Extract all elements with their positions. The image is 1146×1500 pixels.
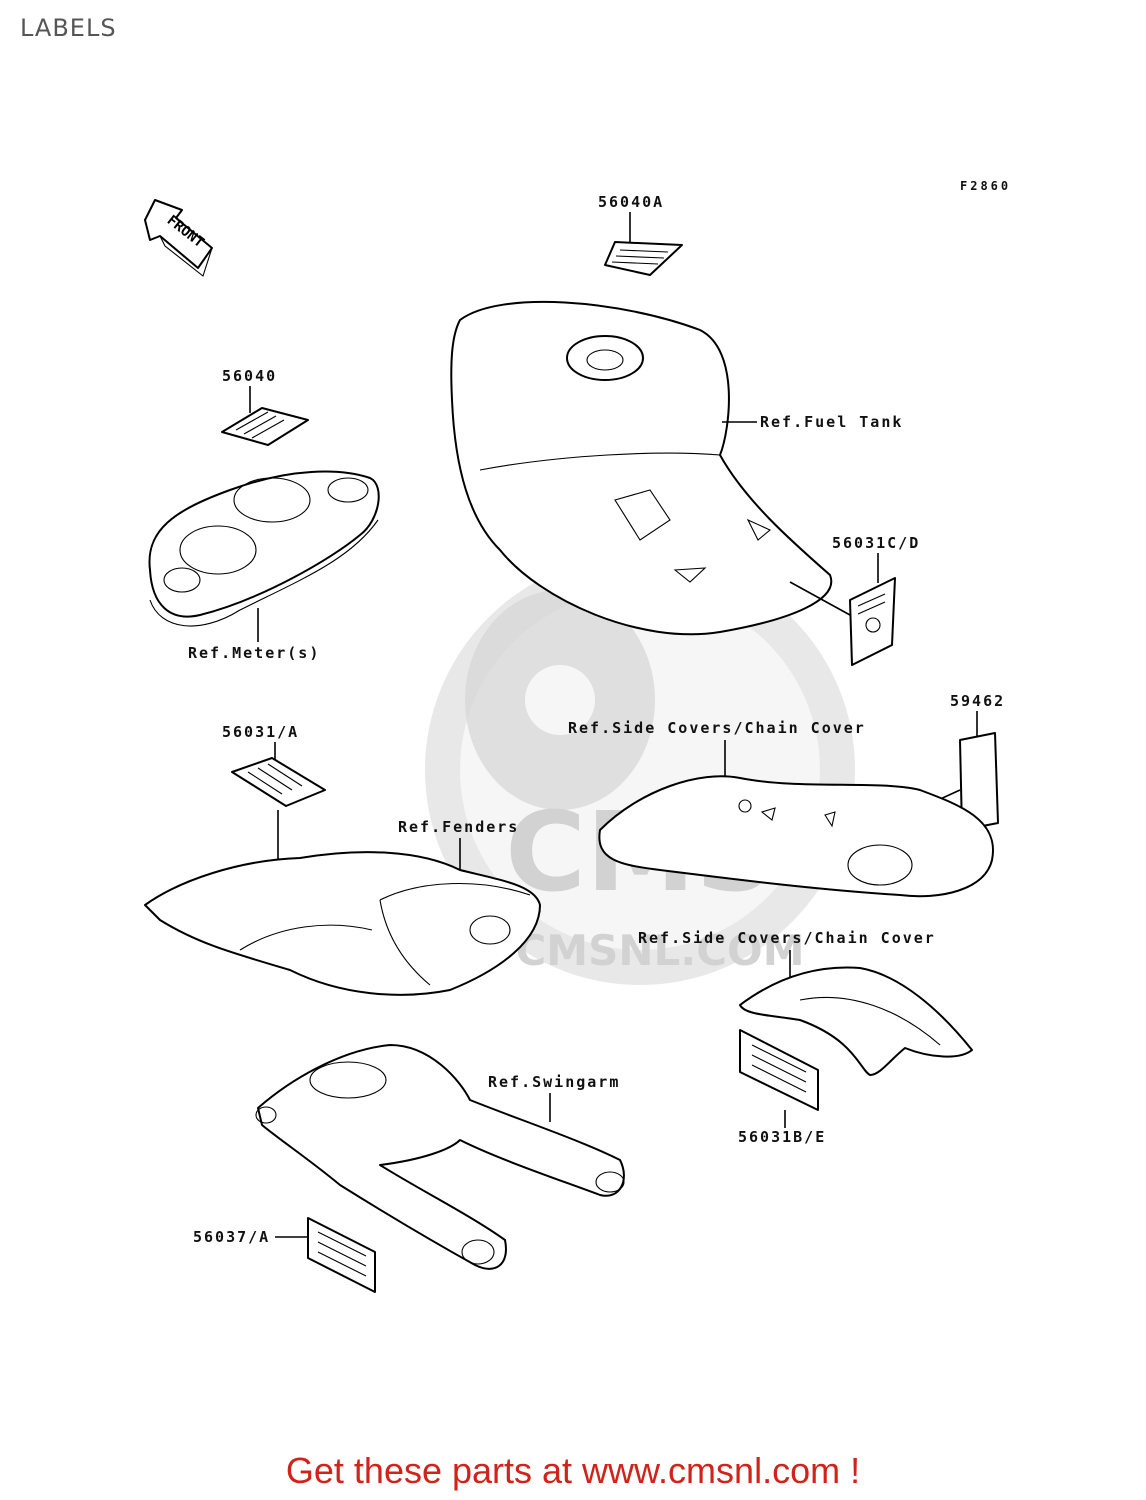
meter-cluster-part (148, 470, 380, 627)
page-title: LABELS (20, 14, 117, 42)
label-sticker-56040A (604, 241, 683, 276)
callout-side-covers-1: Ref.Side Covers/Chain Cover (568, 719, 866, 737)
fuel-tank-part (450, 300, 833, 636)
callout-side-covers-2: Ref.Side Covers/Chain Cover (638, 929, 936, 947)
label-sticker-56031CD (849, 577, 896, 666)
label-sticker-56040 (221, 407, 309, 446)
callout-fenders: Ref.Fenders (398, 818, 519, 836)
label-sticker-59462 (959, 732, 999, 831)
label-sticker-56031A (231, 757, 326, 807)
callout-swingarm: Ref.Swingarm (488, 1073, 620, 1091)
callout-56037A: 56037/A (193, 1228, 270, 1246)
callout-56031A: 56031/A (222, 723, 299, 741)
watermark-url-text: CMSNL.COM (515, 926, 804, 975)
front-arrow-icon: FRONT (144, 199, 213, 277)
callout-56040: 56040 (222, 367, 277, 385)
label-sticker-56037A (307, 1217, 376, 1293)
rear-fender-part (144, 851, 541, 996)
parts-diagram: CMS CMSNL.COM F2860 FRONT 56040A Ref.Fue… (144, 179, 1011, 1293)
label-sticker-56031BE (739, 1029, 819, 1111)
callout-56031BE: 56031B/E (738, 1128, 826, 1146)
callout-56040A: 56040A (598, 193, 664, 211)
figure-code: F2860 (960, 179, 1011, 193)
side-cover-part (598, 775, 995, 898)
callout-56031CD: 56031C/D (832, 534, 920, 552)
footer-promo-link[interactable]: Get these parts at www.cmsnl.com ! (285, 1450, 861, 1491)
swingarm-part (255, 1044, 625, 1270)
callout-fuel-tank: Ref.Fuel Tank (760, 413, 903, 431)
callout-meters: Ref.Meter(s) (188, 644, 320, 662)
chain-cover-part (739, 966, 973, 1076)
callout-59462: 59462 (950, 692, 1005, 710)
